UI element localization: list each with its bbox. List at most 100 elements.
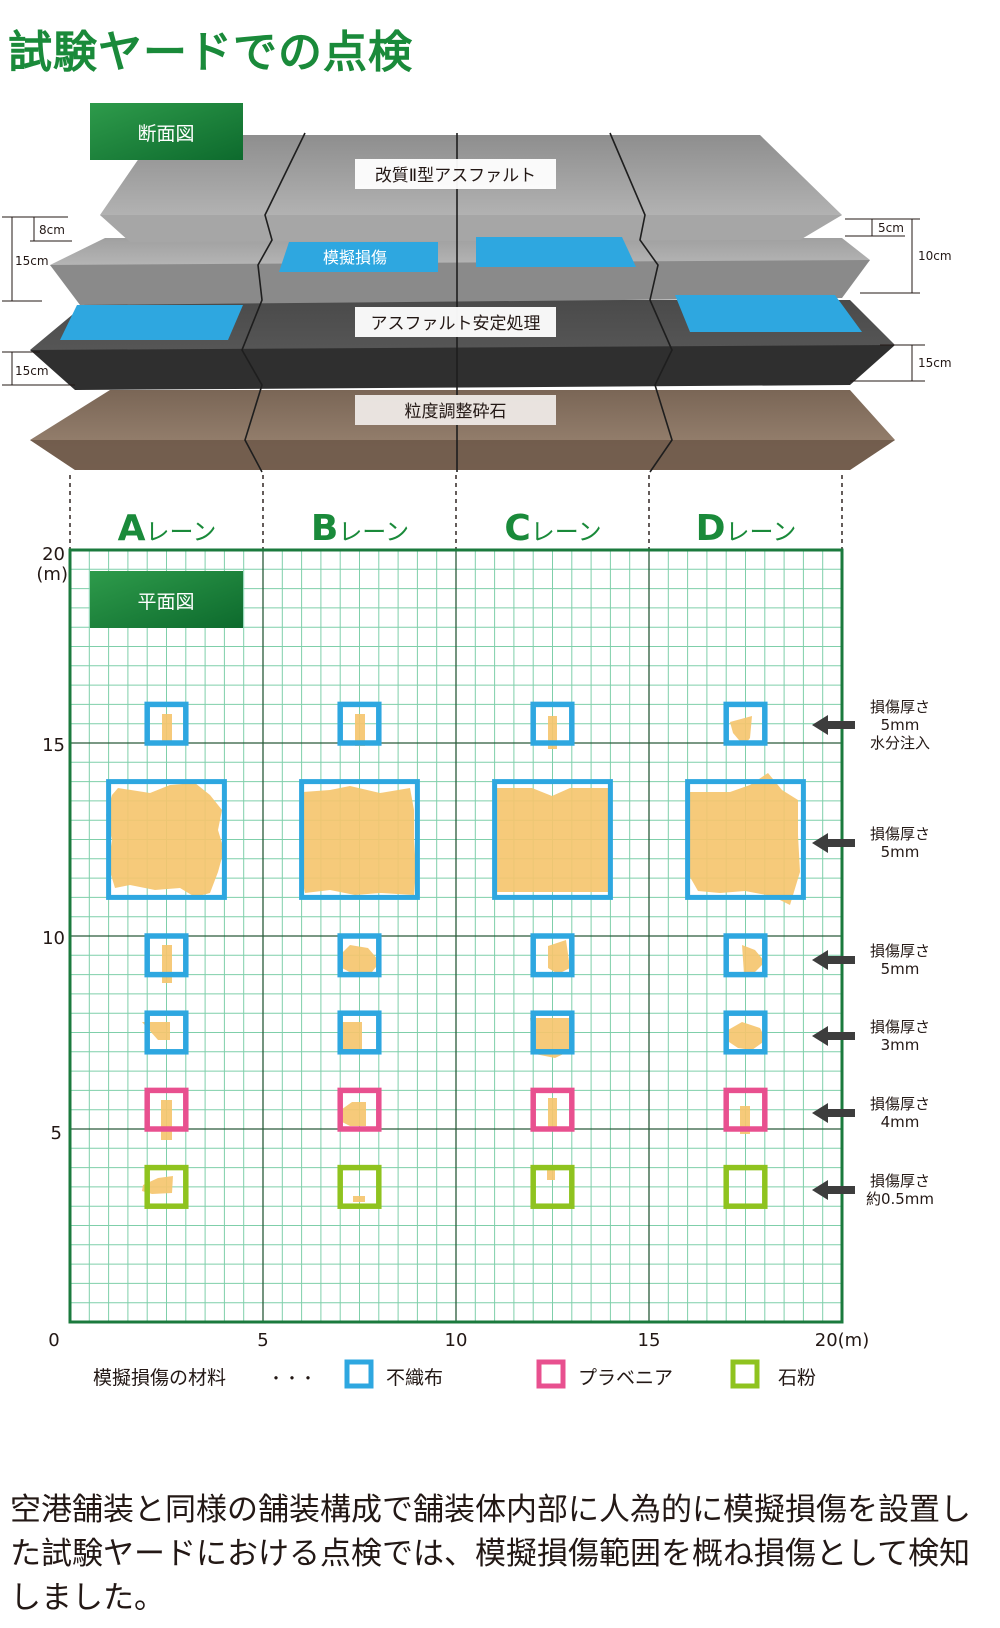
row-label-line: 損傷厚さ bbox=[870, 1095, 930, 1113]
row-arrow-icon bbox=[812, 950, 855, 970]
row-arrow-icon bbox=[812, 1026, 855, 1046]
y-tick-10: 10 bbox=[42, 928, 65, 949]
damage-marker bbox=[144, 1010, 189, 1055]
damage-marker bbox=[723, 933, 768, 978]
damage-marker bbox=[530, 701, 575, 746]
legend-swatch-nonwoven bbox=[344, 1359, 374, 1389]
damage-marker bbox=[144, 701, 189, 746]
legend-swatch-stone-powder bbox=[730, 1359, 760, 1389]
damage-marker bbox=[337, 1010, 382, 1055]
row-label-line: 3mm bbox=[881, 1036, 920, 1054]
row-label-line: 損傷厚さ bbox=[870, 1018, 930, 1036]
damage-marker bbox=[337, 1164, 382, 1209]
damage-patch-a bbox=[60, 305, 243, 340]
damage-marker bbox=[723, 1087, 768, 1132]
x-tick-5: 5 bbox=[257, 1330, 268, 1351]
layer-band bbox=[50, 238, 870, 305]
damage-marker bbox=[337, 933, 382, 978]
row-arrow-icon bbox=[812, 715, 855, 735]
section-badge: 断面図 bbox=[90, 103, 243, 160]
row-arrow-icon bbox=[812, 1103, 855, 1123]
plan-markers bbox=[106, 701, 806, 1209]
dimensions-left bbox=[2, 216, 75, 386]
cross-section: 改質Ⅱ型アスファルト 模擬損傷 アスファルト安定処理 粒度調整砕石 断面図 8c… bbox=[2, 103, 952, 473]
damage-marker bbox=[337, 1087, 382, 1132]
dim-right-b: 10cm bbox=[918, 249, 952, 263]
legend-label: 模擬損傷の材料 bbox=[93, 1367, 226, 1389]
plan-y-axis: 20 (m) 15 10 5 bbox=[36, 544, 68, 1144]
damage-patch-b bbox=[279, 242, 438, 272]
row-label-line: 損傷厚さ bbox=[870, 1172, 930, 1190]
damage-patch-d bbox=[675, 295, 862, 332]
y-unit: (m) bbox=[36, 564, 68, 585]
layer-label-middle: アスファルト安定処理 bbox=[371, 314, 541, 334]
plan-row-labels: 損傷厚さ5mm水分注入損傷厚さ5mm損傷厚さ5mm損傷厚さ3mm損傷厚さ4mm損… bbox=[812, 698, 934, 1208]
row-label-line: 約0.5mm bbox=[866, 1190, 934, 1208]
row-arrow-icon bbox=[812, 833, 855, 853]
legend-item-plaveneer: プラベニア bbox=[578, 1367, 673, 1389]
damage-marker bbox=[685, 779, 806, 900]
row-label-line: 5mm bbox=[881, 716, 920, 734]
damage-marker bbox=[144, 933, 189, 978]
y-tick-5: 5 bbox=[51, 1123, 62, 1144]
dim-left-c: 15cm bbox=[15, 364, 49, 378]
section-badge-label: 断面図 bbox=[137, 123, 194, 145]
damage-marker bbox=[144, 1164, 189, 1209]
damage-marker bbox=[530, 933, 575, 978]
legend-dots: ・・・ bbox=[268, 1369, 316, 1388]
page-title: 試験ヤードでの点検 bbox=[8, 27, 413, 78]
damage-marker bbox=[299, 779, 420, 900]
dim-left-b: 15cm bbox=[15, 254, 49, 268]
plan-grid bbox=[68, 548, 844, 1324]
lane-heading-b: Bレーン bbox=[311, 508, 409, 549]
row-label-line: 損傷厚さ bbox=[870, 825, 930, 843]
layer-label-bottom: 粒度調整砕石 bbox=[405, 402, 507, 422]
dim-right-c: 15cm bbox=[918, 356, 952, 370]
row-label-line: 4mm bbox=[881, 1113, 920, 1131]
row-label-line: 損傷厚さ bbox=[870, 698, 930, 716]
plan-x-axis: 0 5 10 15 20(m) bbox=[48, 1330, 869, 1351]
caption: 空港舗装と同様の舗装構成で舗装体内部に人為的に模擬損傷を設置した試験ヤードにおけ… bbox=[10, 1492, 971, 1616]
lane-headings: Aレーン Bレーン Cレーン Dレーン bbox=[118, 508, 797, 549]
damage-marker bbox=[106, 779, 227, 900]
layer-label-top: 改質Ⅱ型アスファルト bbox=[375, 166, 536, 186]
section-damage-patches bbox=[60, 237, 862, 340]
legend-item-stone-powder: 石粉 bbox=[778, 1367, 816, 1389]
row-label-line: 5mm bbox=[881, 960, 920, 978]
x-tick-20: 20(m) bbox=[815, 1330, 869, 1351]
damage-patch-c bbox=[476, 237, 636, 267]
plan-detections bbox=[106, 714, 800, 1202]
test-yard-diagram: 改質Ⅱ型アスファルト 模擬損傷 アスファルト安定処理 粒度調整砕石 断面図 8c… bbox=[2, 103, 952, 1389]
plan-badge-label: 平面図 bbox=[137, 591, 194, 613]
legend-item-nonwoven: 不織布 bbox=[386, 1367, 443, 1389]
damage-marker bbox=[492, 779, 613, 900]
damage-marker bbox=[144, 1087, 189, 1132]
layer-label-damage: 模擬損傷 bbox=[323, 248, 387, 267]
y-tick-20: 20 bbox=[42, 544, 65, 565]
lane-heading-a: Aレーン bbox=[118, 508, 217, 549]
x-tick-15: 15 bbox=[638, 1330, 661, 1351]
layer-base bbox=[30, 390, 895, 470]
dim-left-a: 8cm bbox=[39, 223, 65, 237]
plan-badge: 平面図 bbox=[90, 571, 243, 628]
row-arrow-icon bbox=[812, 1180, 855, 1200]
legend: 模擬損傷の材料 ・・・ 不織布 プラベニア 石粉 bbox=[93, 1359, 816, 1389]
damage-marker bbox=[530, 1010, 575, 1055]
lane-heading-c: Cレーン bbox=[504, 508, 601, 549]
damage-marker bbox=[723, 1164, 768, 1209]
damage-marker bbox=[337, 701, 382, 746]
damage-marker bbox=[723, 1010, 768, 1055]
y-tick-15: 15 bbox=[42, 735, 65, 756]
row-label-line: 損傷厚さ bbox=[870, 942, 930, 960]
section-labels: 改質Ⅱ型アスファルト 模擬損傷 アスファルト安定処理 粒度調整砕石 bbox=[323, 159, 556, 425]
damage-marker bbox=[530, 1164, 575, 1209]
x-tick-0: 0 bbox=[48, 1330, 59, 1351]
damage-marker bbox=[723, 701, 768, 746]
damage-marker bbox=[530, 1087, 575, 1132]
dimensions-right bbox=[845, 218, 925, 382]
row-label-line: 5mm bbox=[881, 843, 920, 861]
x-tick-10: 10 bbox=[445, 1330, 468, 1351]
legend-swatch-plaveneer bbox=[536, 1359, 566, 1389]
lane-heading-d: Dレーン bbox=[696, 508, 797, 549]
dim-right-a: 5cm bbox=[878, 221, 904, 235]
